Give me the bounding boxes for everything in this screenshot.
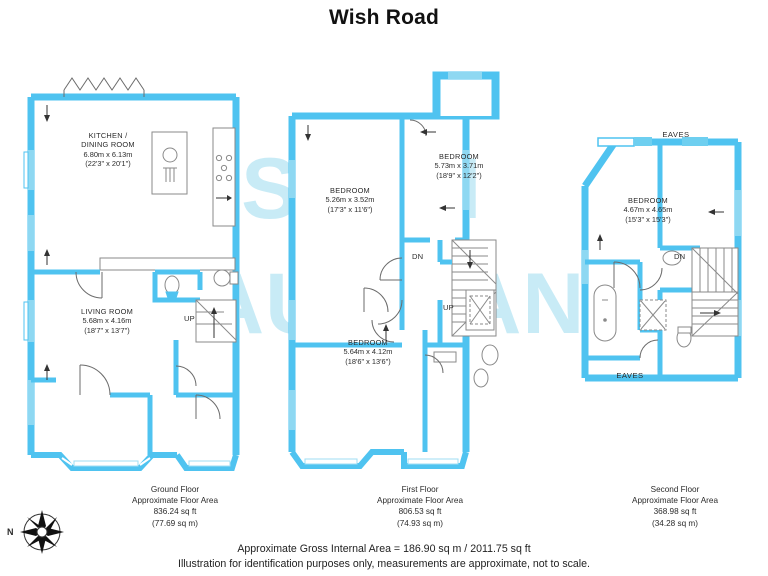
floor-area-line: Approximate Floor Area xyxy=(631,496,718,506)
room-label-bedroom-3: BEDROOM 5.64m x 4.12m (18'6" x 13'6") xyxy=(320,338,416,366)
room-metric: 6.80m x 6.13m xyxy=(83,149,133,159)
room-metric: 4.67m x 4.65m xyxy=(623,205,673,215)
compass-rose xyxy=(20,510,64,554)
room-label-bedroom-2: BEDROOM 5.73m x 3.71m (18'9" x 12'2") xyxy=(411,152,507,180)
eaves-label-top: EAVES xyxy=(662,130,690,139)
room-imperial: (17'3" x 11'6") xyxy=(327,204,373,214)
floor-name: Ground Floor xyxy=(150,485,200,494)
room-imperial: (22'3" x 20'1") xyxy=(85,159,131,169)
room-imperial: (18'7" x 13'7") xyxy=(84,325,130,335)
room-name: BEDROOM xyxy=(439,152,479,161)
second-floor-caption: Second Floor Approximate Floor Area 368.… xyxy=(585,484,765,529)
room-name: BEDROOM xyxy=(330,186,370,195)
second-floor-plan xyxy=(581,137,742,382)
floor-area-line: Approximate Floor Area xyxy=(131,496,218,506)
room-imperial: (18'6" x 13'6") xyxy=(345,356,391,366)
room-name: BEDROOM xyxy=(348,338,388,347)
room-label-bedroom-1: BEDROOM 5.26m x 3.52m (17'3" x 11'6") xyxy=(302,186,398,214)
floor-area-sqft: 806.53 sq ft xyxy=(398,507,442,517)
floor-name: First Floor xyxy=(401,485,439,494)
first-floor-plan xyxy=(288,71,500,469)
room-name: BEDROOM xyxy=(628,196,668,205)
footer-gross-area: Approximate Gross Internal Area = 186.90… xyxy=(237,543,531,555)
room-name: LIVING ROOM xyxy=(80,307,134,316)
room-label-bedroom-4: BEDROOM 4.67m x 4.65m (15'3" x 15'3") xyxy=(600,196,696,224)
stair-tag-dn-second: DN xyxy=(674,252,686,261)
room-imperial: (15'3" x 15'3") xyxy=(625,214,671,224)
ground-floor-plan xyxy=(23,77,240,471)
room-metric: 5.73m x 3.71m xyxy=(434,161,484,171)
stair-tag-up-ground: UP xyxy=(184,314,195,323)
floor-area-sqm: (74.93 sq m) xyxy=(397,518,443,528)
floor-name: Second Floor xyxy=(650,485,700,494)
compass-north-label: N xyxy=(7,527,14,537)
ground-floor-caption: Ground Floor Approximate Floor Area 836.… xyxy=(85,484,265,529)
eaves-label-bottom: EAVES xyxy=(616,371,644,380)
floor-area-line: Approximate Floor Area xyxy=(376,496,463,506)
floor-area-sqm: (77.69 sq m) xyxy=(152,518,198,528)
stair-tag-up-first: UP xyxy=(443,303,454,312)
room-label-kitchen-dining: KITCHEN / DINING ROOM 6.80m x 6.13m (22'… xyxy=(63,131,153,169)
room-metric: 5.26m x 3.52m xyxy=(325,195,375,205)
room-metric: 5.64m x 4.12m xyxy=(343,347,393,357)
room-name-2: DINING ROOM xyxy=(81,140,135,150)
room-name: KITCHEN / xyxy=(88,131,128,140)
room-label-living-room: LIVING ROOM 5.68m x 4.16m (18'7" x 13'7"… xyxy=(58,307,156,335)
floor-area-sqft: 368.98 sq ft xyxy=(653,507,697,517)
footer-disclaimer: Illustration for identification purposes… xyxy=(178,558,590,570)
floor-area-sqm: (34.28 sq m) xyxy=(652,518,698,528)
floor-area-sqft: 836.24 sq ft xyxy=(153,507,197,517)
stair-tag-dn-first: DN xyxy=(412,252,424,261)
first-floor-caption: First Floor Approximate Floor Area 806.5… xyxy=(330,484,510,529)
room-metric: 5.68m x 4.16m xyxy=(82,316,132,326)
page-title: Wish Road xyxy=(328,6,440,29)
room-imperial: (18'9" x 12'2") xyxy=(436,170,482,180)
